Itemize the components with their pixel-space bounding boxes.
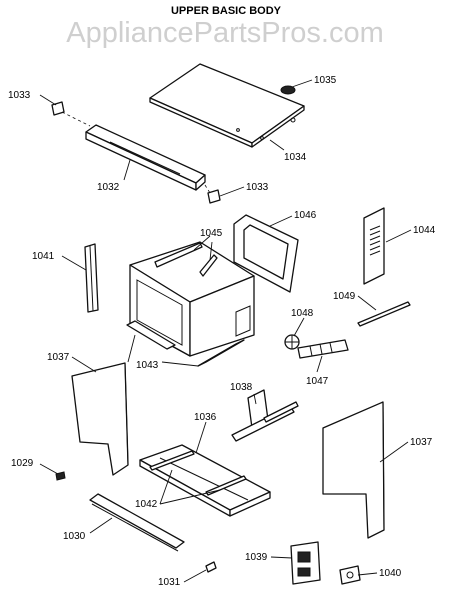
part-1045-strips[interactable] [154, 242, 218, 277]
part-1031-clip[interactable] [205, 561, 217, 573]
label-1041: 1041 [32, 251, 55, 262]
part-1033-bracket-left[interactable] [51, 101, 91, 127]
label-1040: 1040 [379, 568, 402, 579]
label-1046: 1046 [294, 210, 317, 221]
part-1041-side-post[interactable] [84, 243, 99, 313]
part-1040-switch[interactable] [339, 565, 361, 585]
part-1046-frame[interactable] [233, 214, 299, 293]
part-1039-control-module[interactable] [290, 541, 321, 585]
part-1037-right-side-panel[interactable] [322, 401, 385, 539]
label-1029: 1029 [11, 458, 34, 469]
label-1043: 1043 [136, 360, 159, 371]
label-1045: 1045 [200, 228, 223, 239]
label-1037-left: 1037 [47, 352, 70, 363]
label-1042: 1042 [135, 499, 158, 510]
label-1035: 1035 [314, 75, 337, 86]
part-1032-front-rail[interactable] [85, 124, 206, 191]
label-1030: 1030 [63, 531, 86, 542]
watermark: AppliancePartsPros.com [66, 17, 384, 49]
label-1044: 1044 [413, 225, 436, 236]
part-1038-bracket[interactable] [231, 389, 299, 442]
diagram-title: UPPER BASIC BODY [171, 5, 282, 17]
part-1034-top-cover[interactable] [149, 63, 305, 148]
label-1033-right: 1033 [246, 182, 269, 193]
part-1049-rod[interactable] [357, 301, 411, 327]
label-1048: 1048 [291, 308, 314, 319]
part-1030-trim-strip[interactable] [89, 493, 185, 552]
leader-lines [39, 79, 412, 583]
part-1047-heater[interactable] [297, 339, 349, 359]
part-1043-base-rails[interactable] [126, 320, 245, 367]
part-1029-clip[interactable] [55, 471, 66, 481]
label-1033-left: 1033 [8, 90, 31, 101]
part-1036-base-pan[interactable] [139, 444, 271, 517]
part-1033-bracket-right[interactable] [204, 184, 221, 204]
label-1034: 1034 [284, 152, 307, 163]
part-1035-grommet[interactable] [280, 85, 296, 95]
label-1036: 1036 [194, 412, 217, 423]
label-1039: 1039 [245, 552, 268, 563]
main-cavity-assembly [129, 241, 255, 357]
part-1044-vent-panel[interactable] [363, 207, 385, 285]
label-1037-right: 1037 [410, 437, 433, 448]
label-1031: 1031 [158, 577, 181, 588]
label-1038: 1038 [230, 382, 253, 393]
label-1032: 1032 [97, 182, 120, 193]
part-1048-fan[interactable] [284, 334, 300, 350]
part-labels: 1033 1035 1034 1032 1033 1046 1044 1045 … [8, 75, 436, 588]
part-1042-cross-rails[interactable] [149, 450, 247, 496]
part-1037-left-side-panel[interactable] [71, 362, 129, 476]
label-1047: 1047 [306, 376, 329, 387]
label-1049: 1049 [333, 291, 356, 302]
